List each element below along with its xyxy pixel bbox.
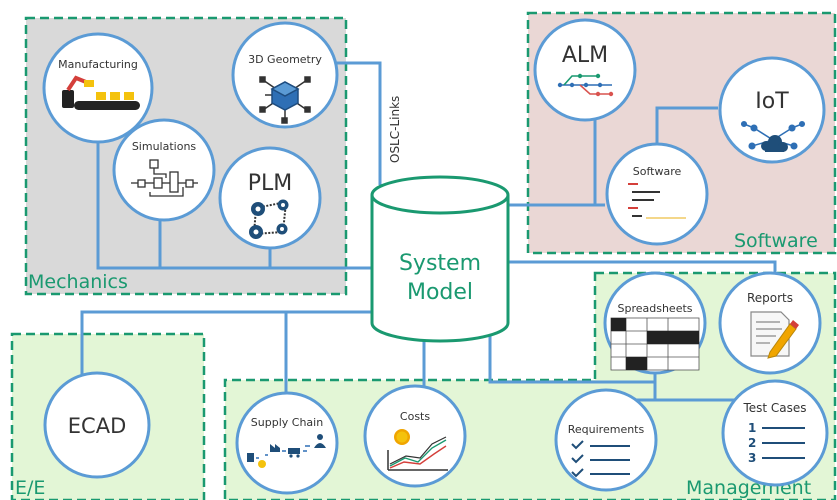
node-label-ecad: ECAD bbox=[68, 414, 126, 438]
node-manufacturing[interactable]: Manufacturing bbox=[42, 32, 154, 144]
node-costs[interactable]: Costs bbox=[363, 384, 467, 488]
report-pencil-icon bbox=[750, 311, 799, 359]
node-label-spreadsheets: Spreadsheets bbox=[617, 302, 692, 315]
node-label-manufacturing: Manufacturing bbox=[58, 58, 138, 71]
node-requirements[interactable]: Requirements bbox=[554, 388, 658, 492]
spreadsheet-grid-icon bbox=[610, 317, 700, 371]
oslc-links-label: OSLC-Links bbox=[388, 96, 402, 163]
node-label-software: Software bbox=[633, 165, 682, 178]
node-label-reports: Reports bbox=[747, 291, 793, 305]
node-iot[interactable]: IoT bbox=[718, 56, 826, 164]
test-case-number-3: 3 bbox=[748, 451, 756, 465]
node-test-cases[interactable]: Test Cases 1 2 3 bbox=[721, 379, 829, 487]
node-supply-chain[interactable]: Supply Chain bbox=[235, 391, 339, 495]
cost-chart-icon bbox=[387, 429, 448, 471]
code-lines-icon bbox=[628, 183, 686, 219]
node-simulations[interactable]: Simulations bbox=[112, 118, 216, 222]
cube-network-icon bbox=[259, 76, 311, 124]
node-label-iot: IoT bbox=[755, 89, 789, 114]
system-model-label-line2: Model bbox=[407, 280, 473, 305]
checklist-icon bbox=[571, 440, 630, 478]
node-reports[interactable]: Reports bbox=[718, 271, 822, 375]
node-ecad[interactable]: ECAD bbox=[43, 371, 151, 479]
node-alm[interactable]: ALM bbox=[533, 18, 637, 122]
test-case-number-2: 2 bbox=[748, 436, 756, 450]
node-label-alm: ALM bbox=[562, 43, 608, 68]
cloud-network-icon bbox=[740, 120, 806, 152]
node-label-requirements: Requirements bbox=[568, 423, 645, 436]
node-spreadsheets[interactable]: Spreadsheets bbox=[603, 271, 707, 375]
system-model-database[interactable]: System Model bbox=[370, 175, 510, 343]
node-plm[interactable]: PLM bbox=[218, 146, 322, 250]
region-label-software: Software bbox=[734, 230, 818, 252]
block-diagram-icon bbox=[131, 159, 198, 197]
numbered-list-icon: 1 2 3 bbox=[748, 421, 805, 465]
gears-belt-icon bbox=[249, 199, 289, 239]
region-label-mechanics: Mechanics bbox=[28, 271, 128, 293]
node-label-plm: PLM bbox=[248, 171, 293, 196]
node-label-supply-chain: Supply Chain bbox=[251, 416, 323, 429]
system-model-label-line1: System bbox=[399, 251, 481, 276]
branch-graph-icon bbox=[557, 73, 614, 97]
test-case-number-1: 1 bbox=[748, 421, 756, 435]
node-label-costs: Costs bbox=[400, 410, 430, 423]
node-label-test-cases: Test Cases bbox=[742, 401, 806, 415]
node-label-simulations: Simulations bbox=[132, 140, 197, 153]
supply-chain-icon bbox=[247, 434, 326, 468]
node-label-3d-geometry: 3D Geometry bbox=[248, 53, 322, 66]
region-label-ee: E/E bbox=[15, 477, 45, 499]
node-software[interactable]: Software bbox=[605, 142, 709, 246]
node-3d-geometry[interactable]: 3D Geometry bbox=[231, 21, 339, 129]
factory-conveyor-icon bbox=[62, 75, 140, 110]
